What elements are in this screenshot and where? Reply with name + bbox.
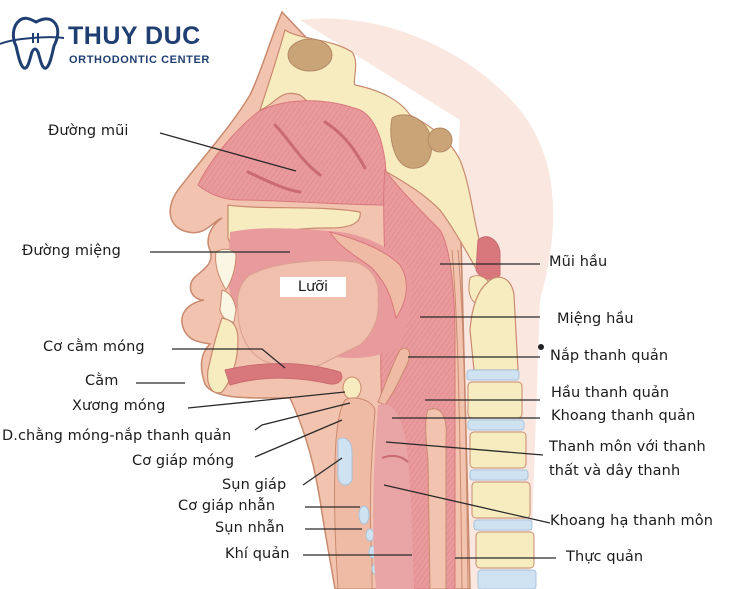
- vertebra: [475, 531, 535, 569]
- label-khi-quan: Khí quản: [225, 546, 290, 562]
- label-co-cam-mong: Cơ cằm móng: [43, 339, 145, 355]
- nasal-concha: [273, 123, 322, 177]
- intervertebral-disc: [473, 519, 533, 531]
- hyoid-bone: [342, 376, 362, 400]
- esophagus: [425, 408, 447, 589]
- vertebra: [471, 481, 531, 519]
- nasal-concha: [246, 170, 302, 194]
- label-day-chang-mong-nap-thanh-quan: D.chằng móng-nắp thanh quản: [2, 428, 232, 444]
- cricoid-cartilage: [358, 505, 370, 525]
- intervertebral-disc: [466, 369, 520, 381]
- clinic-logo: THUY DUC ORTHODONTIC CENTER: [0, 14, 240, 74]
- label-co-giap-nhan: Cơ giáp nhẫn: [178, 498, 276, 514]
- label-co-giap-mong: Cơ giáp móng: [132, 453, 235, 469]
- frontal-sinus: [287, 38, 333, 72]
- thyroid-cartilage: [337, 437, 353, 486]
- prevertebral-fascia: [451, 249, 463, 589]
- laryngeal-lumen: [373, 404, 414, 589]
- label-tongue: Lưỡi: [280, 277, 346, 297]
- vocal-folds: [381, 454, 409, 463]
- intervertebral-disc: [467, 419, 525, 431]
- label-cam: Cằm: [85, 373, 119, 389]
- label-thanh-mon-line1: Thanh môn với thanh: [549, 439, 706, 455]
- leader-lines: [136, 132, 556, 559]
- geniohyoid-muscle: [224, 363, 343, 386]
- label-hau-thanh-quan: Hầu thanh quản: [551, 385, 670, 401]
- label-duong-mieng: Đường miệng: [22, 243, 121, 259]
- label-sun-nhan: Sụn nhẫn: [215, 520, 285, 536]
- label-mui-hau: Mũi hầu: [549, 254, 608, 270]
- atlas-ligament: [475, 236, 501, 280]
- lower-incisor: [219, 289, 237, 323]
- nasal-concha: [323, 120, 367, 170]
- nasal-cavity: [197, 100, 387, 206]
- label-mieng-hau: Miệng hầu: [557, 311, 634, 327]
- epiglottis: [377, 347, 411, 406]
- label-khoang-ha-thanh-mon: Khoang hạ thanh môn: [550, 513, 713, 529]
- vertebra: [469, 431, 527, 469]
- label-khoang-thanh-quan: Khoang thanh quản: [551, 408, 696, 424]
- label-thuc-quan: Thực quản: [566, 549, 644, 565]
- clinic-subtitle: ORTHODONTIC CENTER: [69, 54, 210, 66]
- clinic-brand-name: THUY DUC: [68, 22, 201, 50]
- label-sun-giap: Sụn giáp: [222, 477, 287, 493]
- tracheal-ring: [365, 528, 375, 542]
- intervertebral-disc: [469, 469, 529, 481]
- tooth-braces-icon: [0, 16, 64, 70]
- label-nap-thanh-quan: Nắp thanh quản: [550, 348, 669, 364]
- label-xuong-mong: Xương móng: [72, 398, 166, 414]
- label-duong-mui: Đường mũi: [48, 123, 129, 139]
- upper-incisor: [215, 248, 237, 291]
- sphenoid-sinus-small: [427, 127, 453, 153]
- prevertebral-fascia: [457, 249, 469, 589]
- larynx-anterior: [334, 397, 376, 589]
- soft-palate: [328, 231, 407, 320]
- sphenoid-sinus: [390, 114, 433, 169]
- label-thanh-mon-line2: thất và dây thanh: [549, 463, 681, 479]
- bullet-dot: [538, 344, 544, 350]
- intervertebral-disc: [477, 569, 537, 589]
